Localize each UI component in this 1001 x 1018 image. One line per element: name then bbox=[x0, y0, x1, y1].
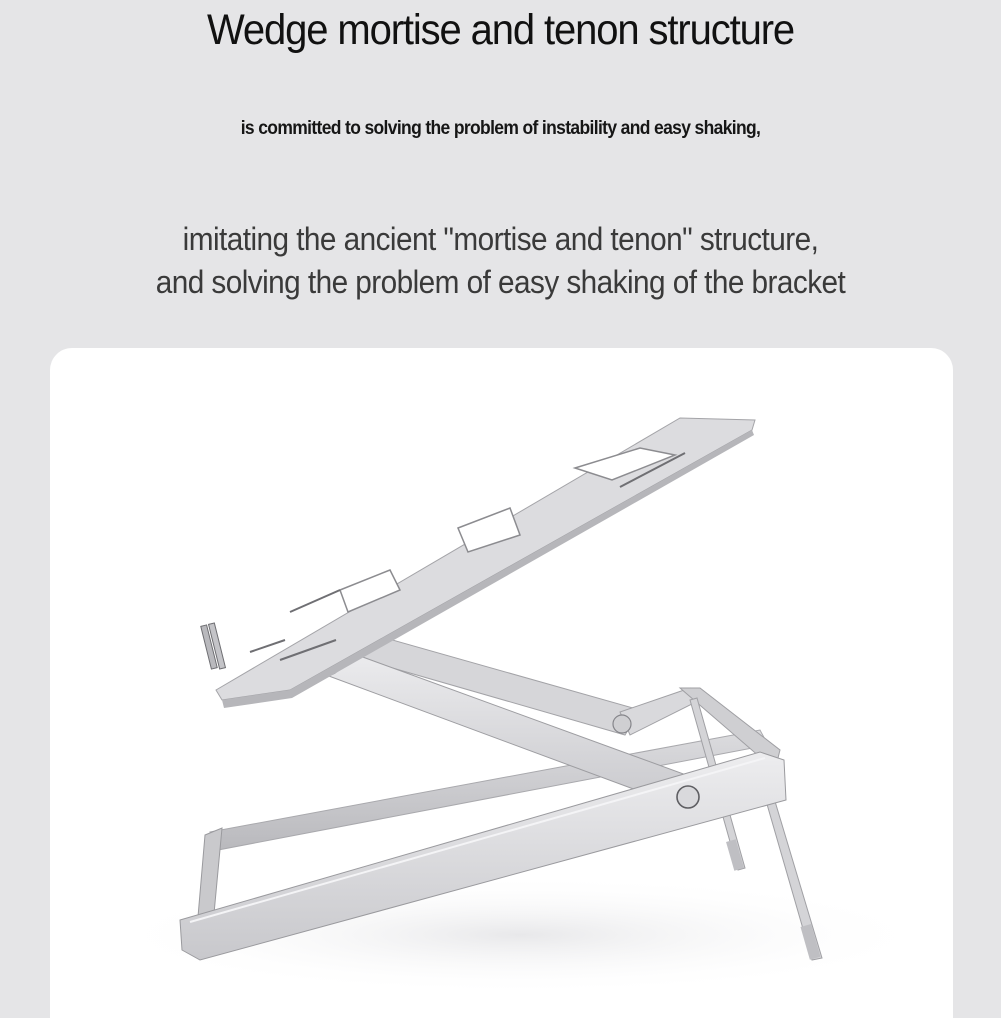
leg-back-foot bbox=[726, 839, 744, 871]
front-lip-hook bbox=[200, 624, 218, 670]
base-right-side bbox=[678, 687, 781, 771]
front-pivot-icon bbox=[676, 785, 700, 809]
plate-slot-1 bbox=[572, 447, 678, 481]
laptop-stand-illustration bbox=[100, 417, 940, 995]
product-image-card bbox=[50, 348, 953, 1018]
top-plate bbox=[215, 417, 756, 701]
subtitle: is committed to solving the problem of i… bbox=[240, 118, 761, 139]
front-lip-hook-2 bbox=[207, 622, 227, 670]
description: imitating the ancient "mortise and tenon… bbox=[35, 218, 966, 304]
arm-pivot-icon bbox=[612, 714, 632, 734]
plate-slot-2 bbox=[457, 507, 521, 553]
description-line-1: imitating the ancient "mortise and tenon… bbox=[182, 221, 819, 257]
description-line-2: and solving the problem of easy shaking … bbox=[155, 264, 846, 300]
base-front-bar bbox=[179, 751, 787, 961]
leg-front-foot bbox=[800, 924, 821, 960]
plate-slot-3 bbox=[339, 569, 402, 613]
page-title: Wedge mortise and tenon structure bbox=[206, 6, 795, 54]
